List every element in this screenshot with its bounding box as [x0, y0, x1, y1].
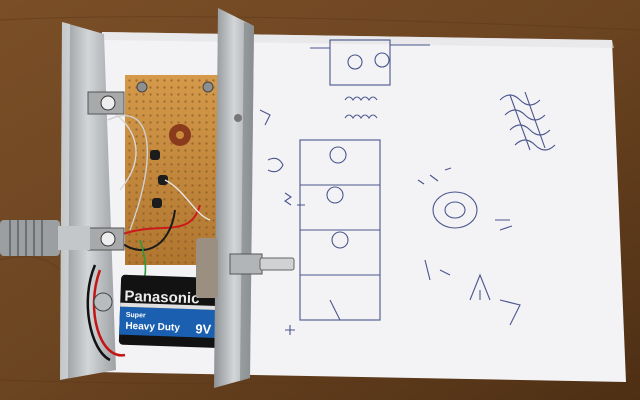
bnc-connector-middle: [87, 227, 125, 251]
battery-voltage: 9V: [195, 321, 212, 337]
battery-line1: Super: [126, 312, 146, 320]
board-screws: [136, 81, 214, 93]
transistors: [150, 150, 168, 208]
switch-toggle: [93, 292, 113, 312]
screw-right-plate: [234, 114, 242, 122]
wires: [86, 109, 211, 362]
battery-line2: Heavy Duty: [125, 321, 180, 334]
bnc-connector-top: [87, 91, 125, 115]
potentiometer-shaft: [196, 238, 295, 298]
battery-9v: [118, 274, 222, 348]
toroid-inductor: [169, 124, 191, 146]
battery-brand: Panasonic: [124, 288, 200, 308]
coax-cable-plug: [0, 220, 90, 256]
